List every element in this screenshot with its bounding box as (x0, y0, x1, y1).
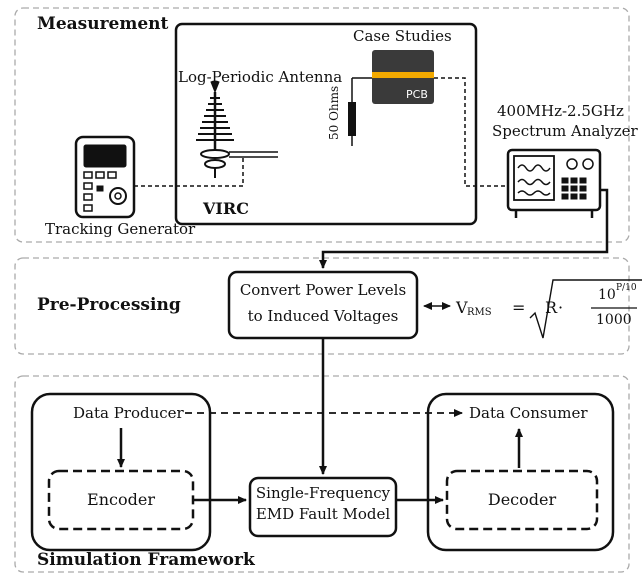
measurement-title: Measurement (37, 14, 169, 34)
analyzer-freq-label: 400MHz-2.5GHz (497, 102, 624, 120)
resistor-label: 50 Ohms (327, 85, 341, 140)
encoder-label: Encoder (87, 490, 155, 509)
decoder-box (445, 469, 599, 531)
formula-exponent: P/10 (616, 283, 637, 293)
tracking-generator-label: Tracking Generator (45, 220, 196, 238)
fault-line2: EMD Fault Model (255, 505, 391, 523)
formula-lhs: V (456, 298, 468, 317)
cable-pcb-to-analyzer (434, 77, 508, 187)
formula-dot: · (558, 298, 564, 317)
spectrum-analyzer-icon (506, 148, 602, 218)
formula-lhs-sub: RMS (467, 307, 492, 318)
pcb-icon (372, 50, 434, 104)
simulation-title: Simulation Framework (37, 550, 255, 570)
formula-denominator: 1000 (596, 312, 632, 328)
cable-generator-to-antenna (134, 157, 244, 187)
data-consumer-label: Data Consumer (469, 404, 588, 422)
antenna-icon (196, 80, 278, 178)
fault-model-box (248, 476, 398, 538)
virc-chamber (174, 22, 478, 226)
pre-processing-title: Pre-Processing (37, 295, 181, 315)
case-studies-label: Case Studies (353, 27, 452, 45)
convert-line1: Convert Power Levels (239, 281, 407, 299)
measurement-section (14, 7, 630, 243)
sqrt-sign (529, 279, 642, 339)
tracking-generator-icon (74, 135, 136, 219)
antenna-label: Log-Periodic Antenna (178, 68, 343, 86)
data-producer-label: Data Producer (73, 404, 184, 422)
arrow-analyzer-to-convert (319, 188, 609, 269)
analyzer-name-label: Spectrum Analyzer (492, 122, 638, 140)
pcb-label: PCB (406, 88, 428, 101)
formula-equals: = (512, 298, 526, 317)
formula-r: R (545, 298, 558, 317)
simulation-section (14, 375, 630, 573)
vrms-formula: V RMS = R · 10 P/10 1000 (456, 279, 643, 329)
producer-group (30, 392, 212, 552)
virc-label: VIRC (203, 199, 249, 218)
fault-line1: Single-Frequency (255, 484, 391, 502)
decoder-label: Decoder (487, 490, 557, 509)
consumer-group (426, 392, 615, 552)
formula-numerator: 10 (598, 287, 616, 303)
resistor-icon (348, 77, 372, 146)
convert-line2: to Induced Voltages (247, 307, 399, 325)
